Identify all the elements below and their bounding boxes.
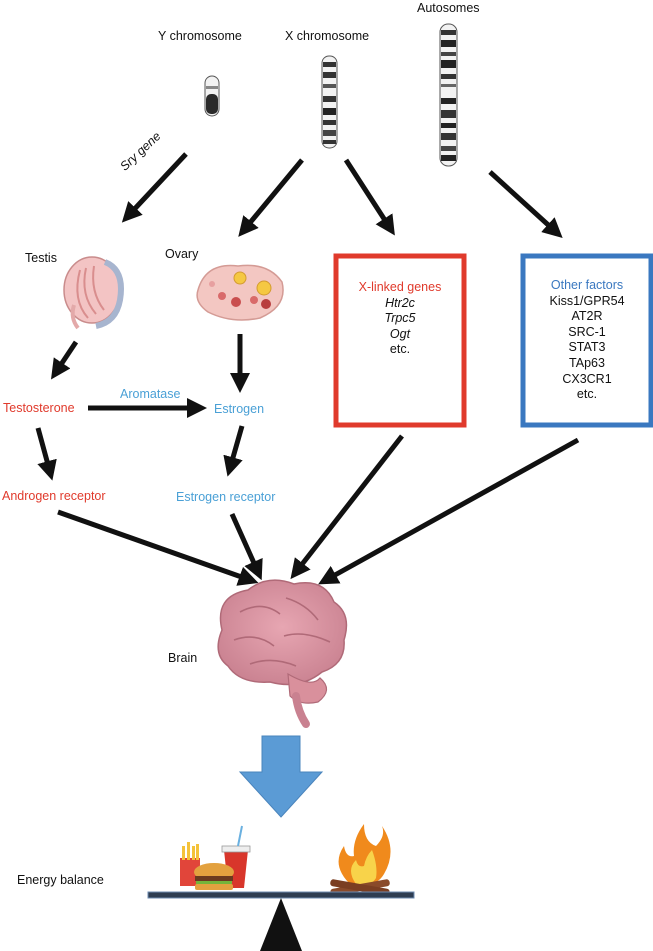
factor-item: SRC-1	[568, 324, 606, 339]
factor-item: STAT3	[568, 340, 606, 355]
down-arrow-icon	[238, 735, 324, 818]
arrow-autosomes-to-factors	[488, 170, 563, 239]
gene-item: Ogt	[389, 326, 411, 341]
gene-item: Htr2c	[385, 295, 415, 310]
gene-item: Trpc5	[384, 311, 416, 326]
estrogen-receptor-label: Estrogen receptor	[176, 490, 276, 504]
energy-balance-label: Energy balance	[17, 873, 104, 887]
factor-item: Kiss1/GPR54	[549, 293, 625, 308]
factor-item: AT2R	[571, 309, 603, 324]
autosomes-label: Autosomes	[417, 1, 480, 15]
ovary-illustration	[196, 264, 284, 321]
arrow-testosterone-to-ar	[35, 427, 57, 481]
other-factors-title: Other factors	[550, 278, 624, 292]
ovary-label: Ovary	[165, 247, 199, 261]
campfire-icon	[330, 824, 391, 896]
arrow-y-to-testis	[121, 152, 188, 223]
y-chromosome-label: Y chromosome	[158, 29, 242, 43]
other-factors-box-border	[520, 253, 653, 428]
balance-fulcrum	[260, 898, 302, 951]
arrow-estrogen-to-er	[223, 425, 245, 477]
androgen-receptor-label: Androgen receptor	[2, 489, 106, 503]
x-linked-genes-box-border	[333, 253, 467, 428]
arrow-x-to-ovary	[238, 158, 304, 237]
arrow-er-to-brain	[229, 512, 263, 581]
factor-item: TAp63	[569, 355, 605, 370]
aromatase-label: Aromatase	[120, 387, 181, 401]
estrogen-label: Estrogen	[214, 402, 265, 416]
arrow-factors-to-brain	[318, 437, 580, 585]
arrows	[35, 152, 580, 586]
testosterone-label: Testosterone	[3, 401, 75, 415]
factor-item: etc.	[576, 387, 598, 402]
x-chromosome-icon	[321, 55, 338, 149]
brain-illustration	[217, 579, 348, 728]
fast-food-icon	[180, 825, 251, 890]
x-chromosome-label: X chromosome	[285, 29, 370, 43]
y-chromosome-icon	[204, 75, 220, 117]
autosome-icon	[439, 23, 458, 167]
testis-illustration	[63, 256, 124, 330]
x-linked-genes-title: X-linked genes	[358, 280, 442, 294]
arrow-x-to-xlinked	[343, 158, 395, 236]
arrow-xlinked-to-brain	[290, 434, 404, 580]
arrow-testis-to-testosterone	[51, 340, 79, 380]
testis-label: Testis	[25, 251, 57, 265]
x-linked-genes-box: X-linked genes Htr2c Trpc5 Ogt etc.	[341, 280, 459, 358]
balance-beam	[147, 891, 415, 899]
gene-item-etc: etc.	[389, 342, 411, 357]
arrow-ar-to-brain	[57, 509, 259, 586]
brain-label: Brain	[168, 651, 198, 665]
other-factors-box: Other factors Kiss1/GPR54 AT2R SRC-1 STA…	[528, 278, 646, 403]
factor-item: CX3CR1	[562, 371, 612, 386]
